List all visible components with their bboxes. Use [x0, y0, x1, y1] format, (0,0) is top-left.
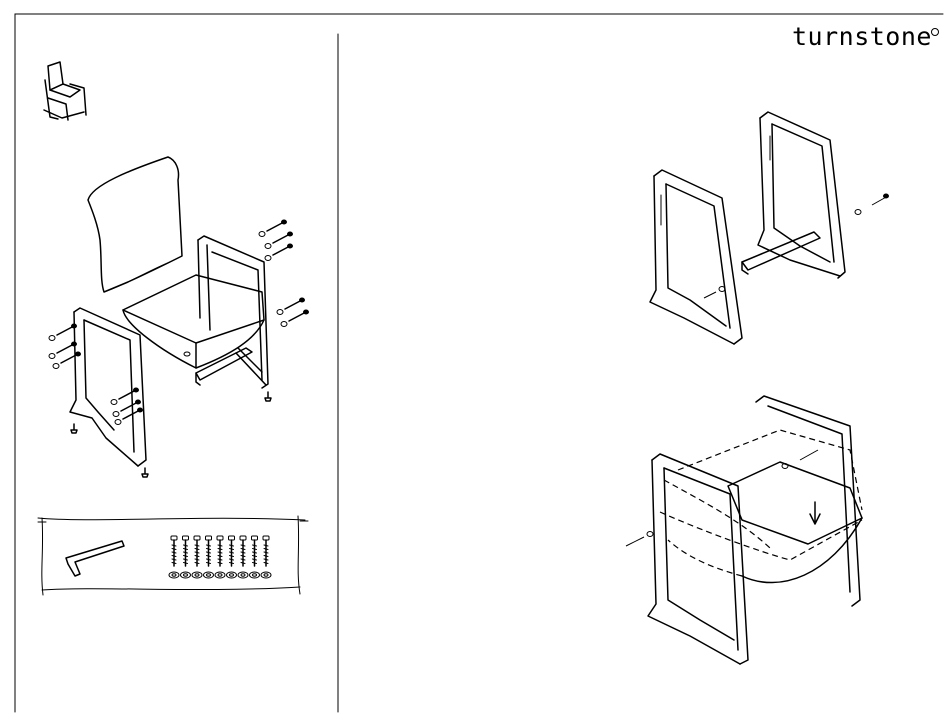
seat-cushion [728, 462, 862, 544]
down-arrow-icon [810, 502, 820, 524]
rear-side-frame [756, 396, 860, 606]
